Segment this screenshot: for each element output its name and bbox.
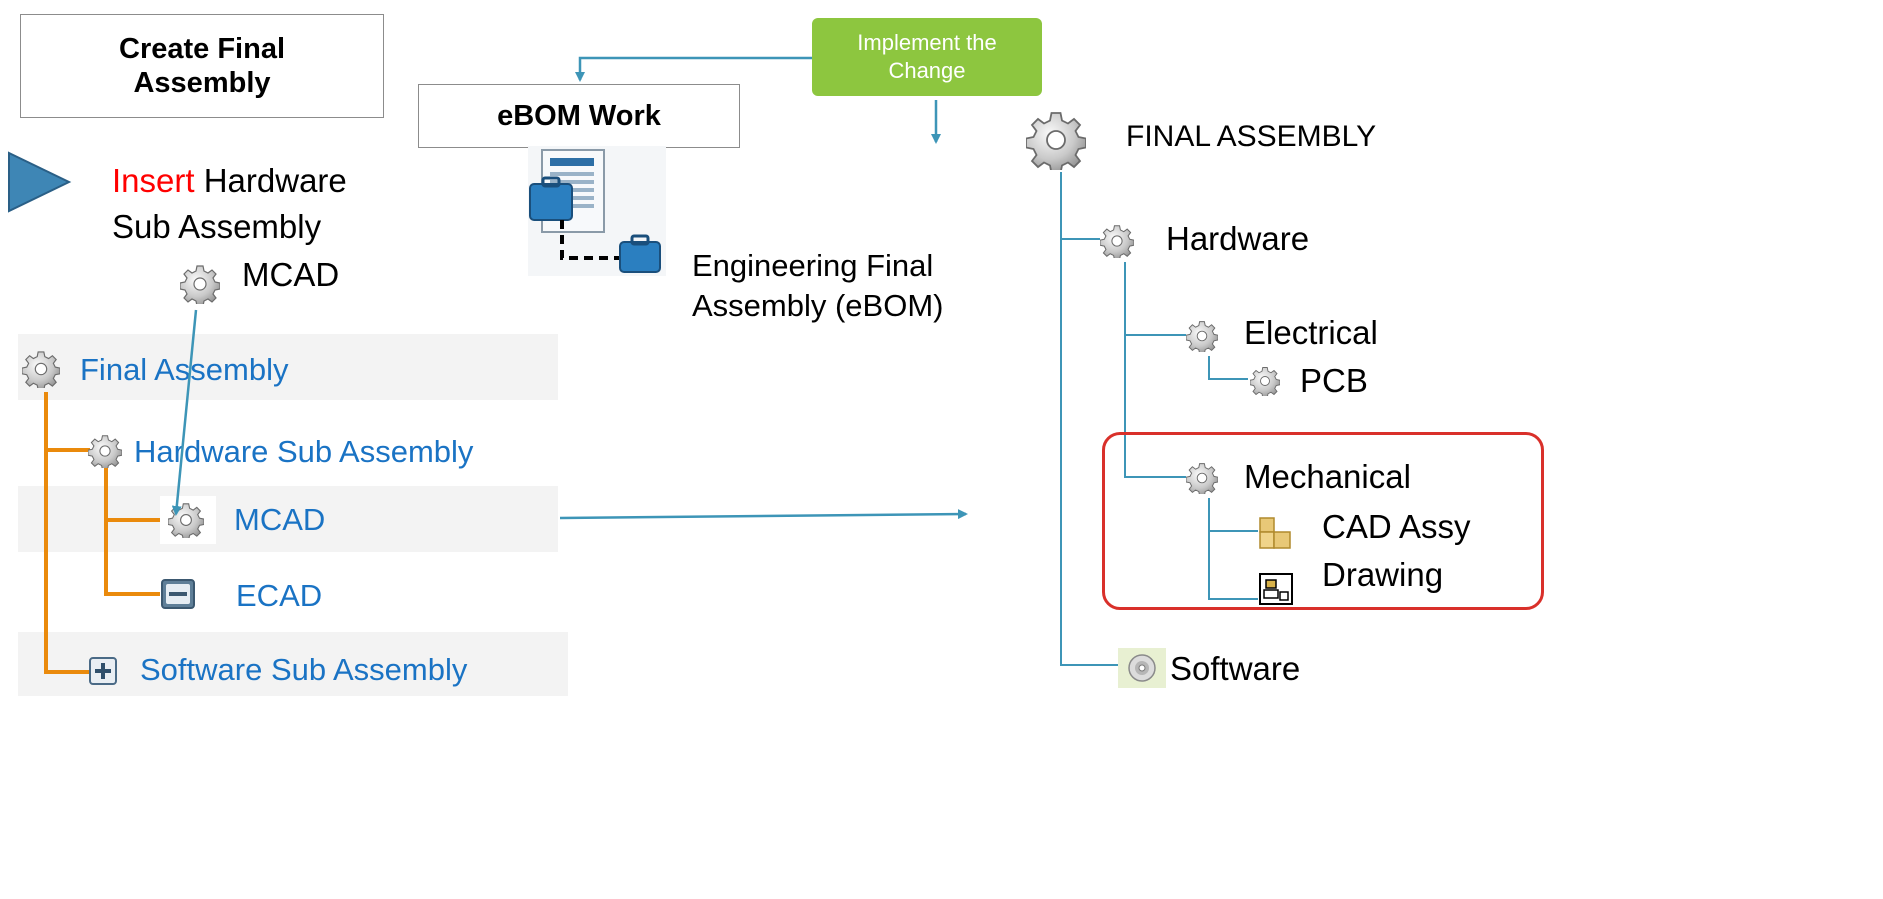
right-tree-root: FINAL ASSEMBLY — [1126, 120, 1377, 153]
tree-item-ecad[interactable]: ECAD — [236, 578, 323, 613]
tree-line — [104, 518, 160, 522]
tree-connector — [1060, 172, 1062, 666]
tree-connector — [1124, 262, 1126, 478]
engineering-final-assembly-line1: Engineering Final — [692, 248, 934, 283]
tree-connector — [1208, 598, 1258, 600]
right-tree-pcb: PCB — [1300, 362, 1368, 399]
right-tree-software: Software — [1170, 650, 1301, 687]
right-tree-cad-assy: CAD Assy — [1322, 508, 1471, 545]
tree-connector — [1124, 334, 1186, 336]
tree-item-software-sub-assembly[interactable]: Software Sub Assembly — [140, 652, 468, 687]
create-final-assembly-box: Create Final Assembly — [20, 14, 384, 118]
tree-connector — [1208, 378, 1248, 380]
disc-icon — [1128, 654, 1156, 682]
tree-connector — [1208, 356, 1210, 380]
ebom-work-box: eBOM Work — [418, 84, 740, 148]
minus-box-icon[interactable] — [160, 578, 196, 610]
right-tree-hardware: Hardware — [1166, 220, 1310, 257]
tree-connector — [1208, 530, 1258, 532]
mcad-floating-label: MCAD — [242, 256, 340, 293]
insert-rest: Hardware — [194, 162, 347, 199]
right-tree-mechanical: Mechanical — [1244, 458, 1411, 495]
tree-connector — [1124, 476, 1186, 478]
insert-word: Insert — [112, 162, 195, 199]
tree-line — [44, 392, 48, 674]
arrow-implement-to-ebom — [575, 56, 812, 82]
mechanical-highlight-box — [1102, 432, 1544, 610]
play-triangle-icon — [8, 151, 72, 213]
tree-item-mcad[interactable]: MCAD — [234, 502, 326, 537]
insert-instruction-line2: Sub Assembly — [112, 208, 322, 245]
right-tree-electrical: Electrical — [1244, 314, 1378, 351]
arrow-mcad-to-right — [559, 509, 968, 520]
tree-item-final-assembly[interactable]: Final Assembly — [80, 352, 289, 387]
create-box-line2: Assembly — [133, 67, 271, 99]
tree-line — [44, 670, 90, 674]
create-box-line1: Create Final — [119, 33, 285, 65]
tree-line — [104, 466, 108, 596]
tree-connector — [1060, 238, 1100, 240]
implement-line1: Implement the — [857, 30, 997, 55]
tree-connector — [1060, 664, 1122, 666]
arrow-mcad-insert — [171, 309, 198, 516]
tree-item-hardware-sub-assembly[interactable]: Hardware Sub Assembly — [134, 434, 474, 469]
tree-line — [104, 592, 160, 596]
plus-box-icon[interactable] — [88, 656, 118, 686]
engineering-final-assembly-line2: Assembly (eBOM) — [692, 288, 944, 323]
insert-instruction-line1: Insert Hardware — [112, 162, 347, 200]
implement-line2: Change — [888, 58, 966, 83]
cad-assembly-icon — [1259, 517, 1291, 549]
ebom-document-icon — [528, 146, 666, 276]
right-tree-drawing: Drawing — [1322, 556, 1444, 593]
implement-change-button[interactable]: Implement the Change — [812, 18, 1042, 96]
tree-line — [44, 448, 90, 452]
tree-connector — [1208, 498, 1210, 600]
tree-row-bg-final — [18, 334, 558, 400]
drawing-icon — [1259, 573, 1293, 605]
